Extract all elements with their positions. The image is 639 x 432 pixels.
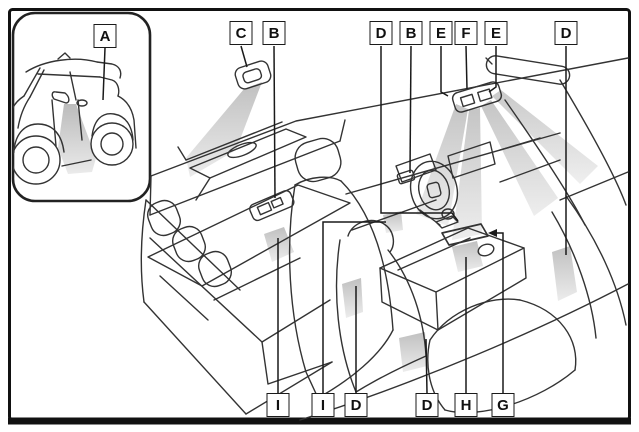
right-door-panel <box>551 195 627 339</box>
callout-line-E1 <box>440 46 449 97</box>
rear-floor-beam <box>399 332 427 372</box>
rear-bench-seat <box>140 199 333 415</box>
map-light-beam-right <box>481 100 558 216</box>
center-console <box>379 208 527 331</box>
driver-seat <box>288 137 394 399</box>
callout-line-A <box>102 47 106 101</box>
vehicle-exterior-drawing <box>13 52 137 185</box>
key-cylinder-light <box>396 169 416 185</box>
callout-line-D3 <box>425 338 428 394</box>
interior-cutaway-drawing <box>140 55 629 421</box>
callout-line-B1 <box>273 45 276 199</box>
console-switch-highlight <box>441 223 489 246</box>
right-door-beam <box>552 246 577 301</box>
mirror-puddle-light-beam <box>58 104 96 174</box>
sun-visor-icon <box>485 55 571 85</box>
rear-console-beam <box>342 278 363 318</box>
front-door-panel <box>147 184 351 321</box>
dome-light-icon <box>234 60 272 90</box>
callout-line-F <box>465 45 468 90</box>
callout-line-G <box>497 232 504 393</box>
callout-arrow-G <box>488 229 497 237</box>
callout-line-I2 <box>322 221 386 393</box>
passenger-seat <box>335 219 427 393</box>
console-side-beam <box>452 241 483 272</box>
overhead-console-icon <box>451 81 503 113</box>
callout-line-C <box>240 45 248 68</box>
callout-lines <box>102 45 567 394</box>
dome-light-beam <box>186 82 262 177</box>
callout-line-E2 <box>488 46 497 93</box>
inset-exterior-view <box>11 11 152 203</box>
callout-line-D1 <box>380 46 459 222</box>
front-door-light-beam <box>264 227 294 262</box>
steering-wheel-icon <box>409 160 459 220</box>
callout-line-B2 <box>409 45 412 174</box>
rear-door-panel <box>177 121 307 201</box>
door-armrest-light <box>249 189 295 222</box>
